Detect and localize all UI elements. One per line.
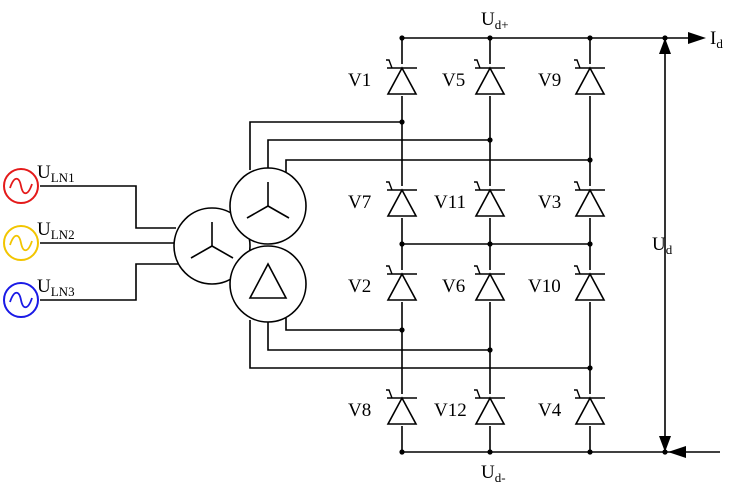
ac-sources: ULN1 ULN2 ULN3 — [3, 162, 75, 318]
thyristor-v6-symbol — [473, 265, 507, 303]
thyristor-v12-symbol — [473, 389, 507, 427]
primary-star-icon — [190, 222, 234, 259]
junction-dots — [399, 35, 668, 455]
positive-rail-label: Ud+ — [481, 9, 509, 32]
dc-labels: Ud+ Ud- Ud Id — [481, 9, 723, 485]
label-v7: V7 — [348, 192, 371, 213]
label-v10: V10 — [528, 276, 561, 297]
label-v8: V8 — [348, 400, 371, 421]
current-arrow-icon — [688, 32, 706, 44]
secondary-star-icon — [246, 182, 290, 219]
label-v6: V6 — [442, 276, 465, 297]
thyristor-row-3: V2 V6 V10 — [348, 265, 607, 303]
wire-star-a — [249, 121, 402, 170]
source-ln2-label: ULN2 — [37, 219, 75, 242]
label-v9: V9 — [538, 70, 561, 91]
sine-wave-icon — [9, 234, 33, 252]
thyristor-row-4: V8 V12 V4 — [348, 389, 607, 427]
thyristor-v5-symbol — [473, 59, 507, 97]
thyristor-v10-symbol — [573, 265, 607, 303]
label-v4: V4 — [538, 400, 562, 421]
wire-delta-a — [249, 320, 590, 369]
transformer — [173, 167, 307, 323]
thyristor-v9-symbol — [573, 59, 607, 97]
label-v12: V12 — [434, 400, 467, 421]
thyristor-v7-symbol — [385, 181, 419, 219]
thyristor-v11-symbol — [473, 181, 507, 219]
bridge-columns — [401, 38, 591, 452]
label-v3: V3 — [538, 192, 561, 213]
thyristor-v3-symbol — [573, 181, 607, 219]
label-v11: V11 — [434, 192, 466, 213]
label-v5: V5 — [442, 70, 465, 91]
wire-star-c — [285, 159, 590, 172]
wire-ln3 — [40, 263, 178, 301]
thyristor-row-2: V7 V11 V3 — [348, 181, 607, 219]
thyristor-row-1: V1 V5 V9 — [348, 59, 607, 97]
dc-bus — [402, 32, 720, 458]
wire-ln1 — [40, 185, 176, 229]
thyristor-v1-symbol — [385, 59, 419, 97]
thyristor-v4-symbol — [573, 389, 607, 427]
wire-delta-c — [285, 318, 402, 331]
transformer-wiring — [249, 121, 590, 369]
source-ln1-label: ULN1 — [37, 162, 75, 185]
source-ln3-label: ULN3 — [37, 276, 75, 299]
return-arrow-icon — [668, 446, 686, 458]
label-v1: V1 — [348, 70, 371, 91]
source-ln1: ULN1 — [3, 162, 75, 204]
source-wiring — [40, 185, 178, 301]
source-ln3: ULN3 — [3, 276, 75, 318]
secondary-winding-delta — [229, 245, 307, 323]
sine-wave-icon — [9, 177, 33, 195]
sine-wave-icon — [9, 291, 33, 309]
thyristor-v8-symbol — [385, 389, 419, 427]
label-v2: V2 — [348, 276, 371, 297]
output-current-label: Id — [710, 28, 723, 51]
wire-star-b — [267, 139, 490, 170]
wire-delta-b — [267, 320, 490, 351]
voltage-arrow-down-icon — [659, 436, 671, 452]
output-voltage-label: Ud — [652, 234, 673, 257]
delta-icon — [248, 262, 288, 299]
voltage-arrow-up-icon — [659, 38, 671, 54]
negative-rail-label: Ud- — [481, 462, 506, 485]
thyristor-v2-symbol — [385, 265, 419, 303]
source-ln2: ULN2 — [3, 219, 75, 261]
